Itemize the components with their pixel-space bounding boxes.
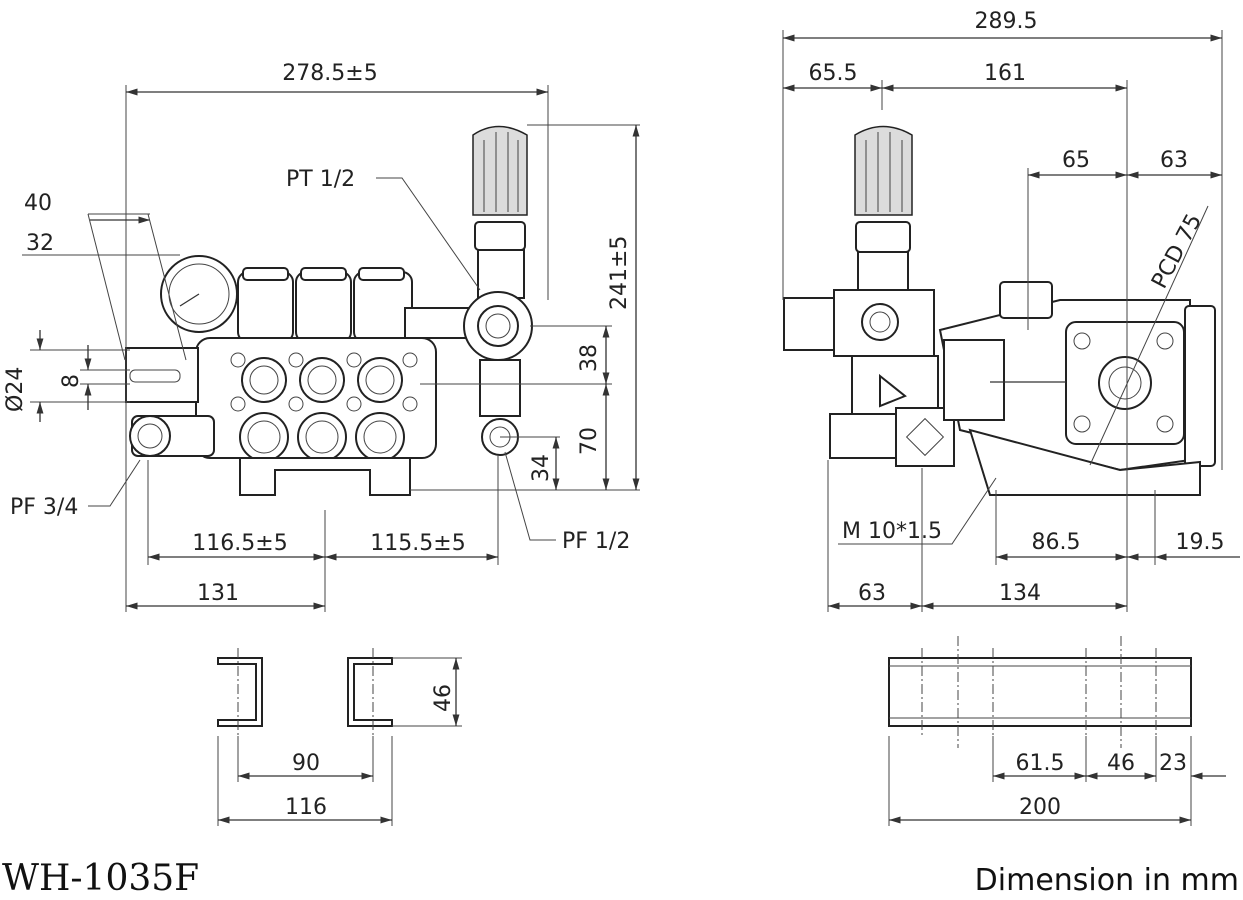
dim-shaft-diameter: Ø24 [3, 367, 28, 412]
side-view-pump-drawing [783, 125, 1216, 496]
dim-70: 70 [577, 427, 602, 455]
model-number: WH-1035F [2, 858, 200, 899]
dim-pcd: PCD 75 [1147, 210, 1207, 293]
callout-mount-bolt: M 10*1.5 [842, 519, 942, 544]
dim-right-half: 115.5±5 [370, 531, 465, 556]
side-view-dimensions [782, 30, 1240, 612]
dim-63-bottom: 63 [858, 581, 886, 606]
callout-pf-half: PF 1/2 [562, 529, 630, 554]
dim-shaft-40: 40 [24, 191, 52, 216]
base-front-drawing [217, 648, 462, 826]
front-view-pump-drawing [125, 125, 533, 496]
dim-65-5: 65.5 [809, 61, 858, 86]
dim-161: 161 [984, 61, 1026, 86]
dim-134: 134 [999, 581, 1041, 606]
dim-shaft-32: 32 [26, 231, 54, 256]
front-view-dimensions [22, 85, 640, 612]
base-side-drawing [888, 636, 1226, 826]
callout-pf-three-quarter: PF 3/4 [10, 495, 78, 520]
dim-height: 241±5 [607, 236, 632, 310]
callout-pt-half: PT 1/2 [286, 167, 355, 192]
dim-23: 23 [1159, 751, 1187, 776]
dim-34: 34 [529, 454, 554, 482]
dim-61-5: 61.5 [1016, 751, 1065, 776]
dim-131: 131 [197, 581, 239, 606]
unit-note: Dimension in mm [974, 863, 1239, 898]
dim-86-5: 86.5 [1032, 530, 1081, 555]
dim-key-width: 8 [59, 374, 84, 388]
unloader-knob [472, 125, 528, 216]
dim-46-side: 46 [1107, 751, 1135, 776]
dim-19-5: 19.5 [1176, 530, 1225, 555]
dim-left-half: 116.5±5 [192, 531, 287, 556]
dim-90: 90 [292, 751, 320, 776]
side-unloader-knob [854, 125, 913, 216]
dim-base-height: 46 [431, 684, 456, 712]
dim-65: 65 [1062, 148, 1090, 173]
dim-63-top: 63 [1160, 148, 1188, 173]
dim-overall-width: 278.5±5 [282, 61, 377, 86]
dim-38: 38 [577, 344, 602, 372]
dim-200: 200 [1019, 795, 1061, 820]
dim-side-overall: 289.5 [975, 9, 1038, 34]
dim-116: 116 [285, 795, 327, 820]
